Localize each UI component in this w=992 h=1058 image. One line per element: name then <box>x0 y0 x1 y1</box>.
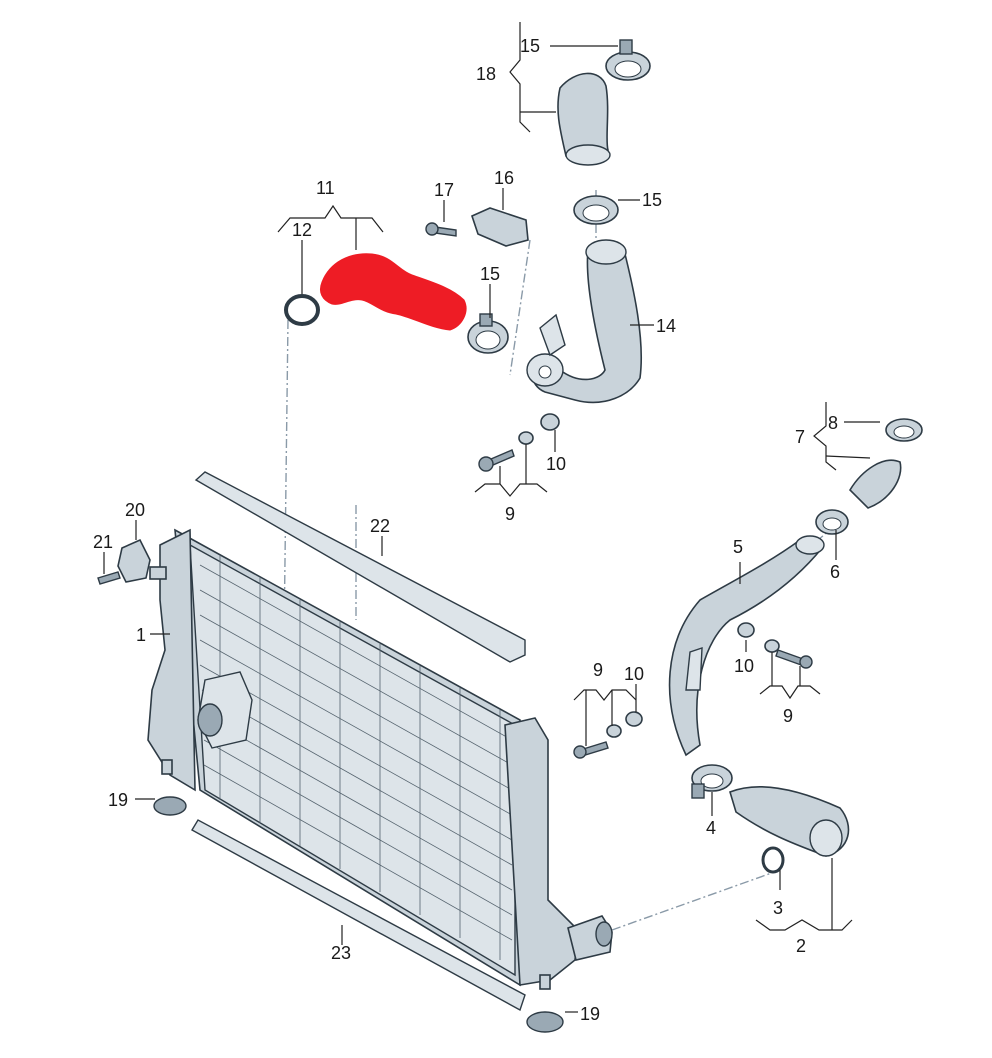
bracket[interactable] <box>97 538 151 585</box>
label-9-mid: 9 <box>593 660 603 680</box>
air-guide-bottom[interactable] <box>191 819 526 1012</box>
label-3: 3 <box>773 898 783 918</box>
label-20: 20 <box>125 500 145 520</box>
label-15-upper: 15 <box>642 190 662 210</box>
label-7: 7 <box>795 427 805 447</box>
charge-air-hose-highlighted[interactable] <box>319 253 467 331</box>
hose-7[interactable] <box>848 459 902 509</box>
label-9-upper: 9 <box>505 504 515 524</box>
label-10-upper: 10 <box>546 454 566 474</box>
label-6: 6 <box>830 562 840 582</box>
o-ring-12[interactable] <box>284 294 320 326</box>
label-9-right: 9 <box>783 706 793 726</box>
pressure-sensor[interactable] <box>425 207 529 247</box>
label-21: 21 <box>93 532 113 552</box>
hose-clamp-upper-mid[interactable] <box>573 195 619 225</box>
bolt-washer-nut-right[interactable] <box>737 622 813 669</box>
label-2: 2 <box>796 936 806 956</box>
label-10-mid: 10 <box>624 664 644 684</box>
air-guide-top[interactable] <box>194 471 526 663</box>
charge-air-pipe-5[interactable] <box>668 535 825 757</box>
label-16: 16 <box>494 168 514 188</box>
label-19-bottom: 19 <box>580 1004 600 1024</box>
hose-18[interactable] <box>557 72 611 166</box>
hose-clamp-4[interactable] <box>691 764 733 799</box>
intercooler-radiator[interactable] <box>147 528 613 990</box>
charge-air-pipe[interactable] <box>526 239 643 404</box>
bolt-washer-nut-upper[interactable] <box>478 413 560 472</box>
part-number-labels: 11 12 17 16 15 18 15 15 14 10 9 20 21 22… <box>93 36 840 1024</box>
label-14: 14 <box>656 316 676 336</box>
hose-clamp-mid[interactable] <box>467 313 509 354</box>
label-15-top: 15 <box>520 36 540 56</box>
label-19-left: 19 <box>108 790 128 810</box>
label-17: 17 <box>434 180 454 200</box>
label-23: 23 <box>331 943 351 963</box>
rubber-mount-top[interactable] <box>153 796 187 816</box>
label-15-mid: 15 <box>480 264 500 284</box>
rubber-mount-bottom[interactable] <box>526 1011 564 1033</box>
label-12: 12 <box>292 220 312 240</box>
label-10-right: 10 <box>734 656 754 676</box>
label-18: 18 <box>476 64 496 84</box>
label-8: 8 <box>828 413 838 433</box>
label-1: 1 <box>136 625 146 645</box>
o-ring-3[interactable] <box>761 846 785 874</box>
hose-clamp-top[interactable] <box>605 39 651 81</box>
leader-lines <box>103 22 880 1013</box>
label-11: 11 <box>316 178 335 198</box>
hose-2[interactable] <box>729 786 850 857</box>
label-4: 4 <box>706 818 716 838</box>
label-22: 22 <box>370 516 390 536</box>
hose-clamp-8[interactable] <box>885 418 923 442</box>
hose-clamp-6[interactable] <box>815 509 849 535</box>
label-5: 5 <box>733 537 743 557</box>
bolt-washer-nut-lower[interactable] <box>573 711 643 759</box>
